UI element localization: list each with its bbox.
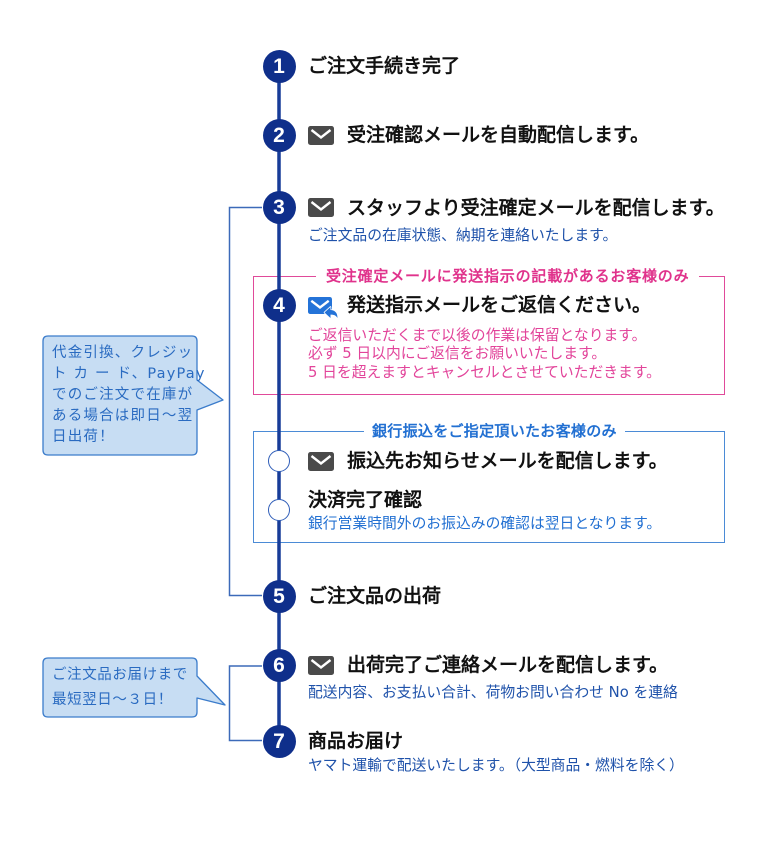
mail-icon (308, 125, 334, 145)
step-4-note-line: ご返信いただくまで以後の作業は保留となります。 (308, 326, 647, 344)
callout-line: 代金引換、クレジッ (52, 344, 194, 361)
callout-line: 日出荷！ (52, 428, 115, 445)
step-4-note-line: 必ず 5 日以内にご返信をお願いいたします。 (308, 345, 607, 363)
step-number-5: 5 (262, 579, 296, 613)
callout-line: ト カ ー ド、PayPay (52, 365, 206, 382)
step-number-7: 7 (262, 724, 296, 758)
substep-marker-payment-confirm (267, 498, 290, 521)
step-5-title: ご注文品の出荷 (308, 585, 442, 607)
step-3-title: スタッフより受注確定メールを配信します。 (347, 196, 725, 219)
bracket-line-step6-to-step7 (228, 665, 262, 742)
step-3-note: ご注文品の在庫状態、納期を連絡いたします。 (308, 227, 618, 244)
payment-confirm-note: 銀行営業時間外のお振込みの確認は翌日となります。 (308, 515, 662, 532)
callout-bubble-same-day-shape (42, 335, 224, 456)
mail-reply-icon (308, 296, 339, 320)
step-number-6: 6 (262, 648, 296, 682)
callout-line: ある場合は即日～翌 (52, 407, 194, 424)
step-6-note: 配送内容、お支払い合計、荷物お問い合わせ No を連絡 (308, 684, 678, 701)
step-number-4: 4 (262, 288, 296, 322)
step-4-notes: ご返信いただくまで以後の作業は保留となります。 必ず 5 日以内にご返信をお願い… (308, 327, 661, 383)
callout-same-day-shipping: 代金引換、クレジッ ト カ ー ド、PayPay でのご注文で在庫が ある場合は… (52, 343, 206, 448)
step-number-1: 1 (262, 49, 296, 83)
callout-line: 最短翌日～３日！ (52, 692, 173, 708)
step-1-title: ご注文手続き完了 (308, 55, 461, 77)
bank-transfer-label: 銀行振込をご指定頂いたお客様のみ (364, 421, 625, 441)
step-2-title: 受注確認メールを自動配信します。 (347, 124, 650, 146)
step-7-note: ヤマト運輸で配送いたします。（大型商品・燃料を除く） (308, 757, 684, 774)
callout-line: でのご注文で在庫が (52, 386, 194, 403)
mail-icon (308, 198, 334, 217)
callout-bubble-delivery-shape (42, 657, 226, 718)
mail-icon (308, 451, 334, 471)
shipping-instruction-label: 受注確定メールに発送指示の記載があるお客様のみ (316, 266, 700, 286)
step-4-note-line: 5 日を超えますとキャンセルとさせていただきます。 (308, 364, 661, 382)
step-4-title: 発送指示メールをご返信ください。 (347, 294, 652, 316)
bracket-line-step3-to-step5 (228, 206, 262, 597)
bank-notice-title: 振込先お知らせメールを配信します。 (347, 450, 668, 472)
step-7-title: 商品お届け (308, 730, 404, 752)
callout-line: ご注文品お届けまで (52, 667, 188, 683)
callout-delivery-time: ご注文品お届けまで 最短翌日～３日！ (52, 663, 188, 713)
step-6-title: 出荷完了ご連絡メールを配信します。 (347, 654, 669, 676)
step-number-2: 2 (262, 118, 296, 152)
mail-icon (308, 655, 334, 675)
substep-marker-bank-notice (267, 449, 290, 472)
payment-confirm-title: 決済完了確認 (308, 489, 423, 511)
step-number-3: 3 (262, 191, 296, 224)
